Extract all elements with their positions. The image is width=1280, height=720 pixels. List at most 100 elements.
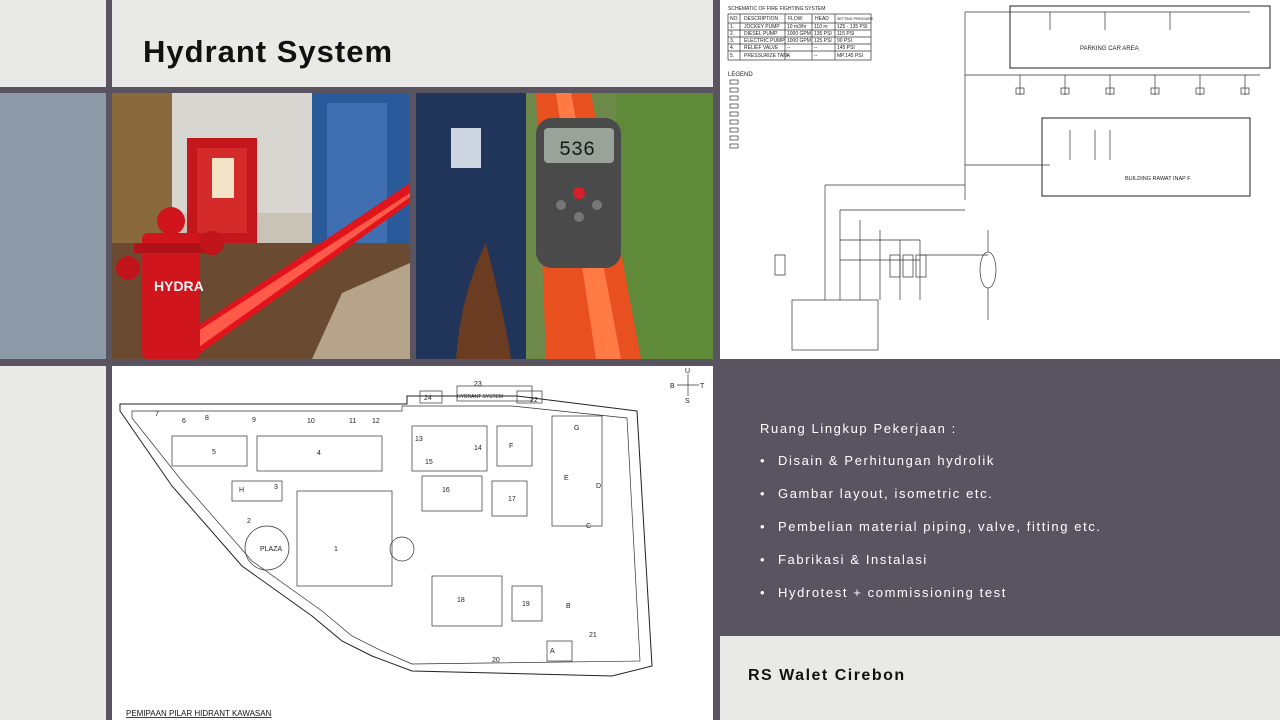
svg-text:A: A	[550, 648, 555, 655]
svg-text:C: C	[586, 523, 591, 530]
svg-text:B: B	[670, 383, 675, 390]
schematic-title: SCHEMATIC OF FIRE FIGHTING SYSTEM	[728, 6, 825, 12]
svg-text:ELECTRIC PUMP: ELECTRIC PUMP	[744, 38, 785, 44]
svg-text:145 PSI: 145 PSI	[837, 45, 855, 51]
svg-text:23: 23	[474, 381, 482, 388]
project-name: RS Walet Cirebon	[748, 667, 906, 684]
scope-item: Fabrikasi & Instalasi	[760, 543, 1102, 576]
scope-item: Gambar layout, isometric etc.	[760, 477, 1102, 510]
svg-text:18: 18	[457, 597, 465, 604]
fire-fighting-schematic: SCHEMATIC OF FIRE FIGHTING SYSTEM NO DES…	[720, 0, 1280, 359]
slide-title: Hydrant System	[143, 34, 394, 69]
svg-text:110 m: 110 m	[814, 24, 828, 30]
svg-text:4: 4	[317, 450, 321, 457]
svg-text:G: G	[574, 425, 579, 432]
pump-room	[774, 210, 927, 351]
scope-heading: Ruang Lingkup Pekerjaan :	[760, 421, 957, 436]
building-label: BUILDING RAWAT INAP F	[1125, 176, 1191, 182]
svg-text:E: E	[564, 475, 569, 482]
th-flow: FLOW	[788, 16, 803, 22]
svg-text:5.: 5.	[730, 53, 734, 59]
svg-text:9: 9	[252, 417, 256, 424]
svg-text:20: 20	[492, 657, 500, 664]
compass-rose: U B T S	[670, 368, 705, 405]
svg-text:125 - 135 PSI: 125 - 135 PSI	[837, 24, 868, 30]
svg-text:24: 24	[424, 395, 432, 402]
legend-symbols	[729, 79, 739, 149]
title-panel: Hydrant System	[112, 0, 713, 87]
th-no: NO	[730, 16, 738, 22]
svg-text:--: --	[787, 53, 791, 59]
hydrant-photo: HYDRA	[112, 93, 410, 359]
svg-text:125 PSI: 125 PSI	[814, 38, 832, 44]
scope-item: Hydrotest + commissioning test	[760, 576, 1102, 609]
svg-text:13: 13	[415, 436, 423, 443]
svg-text:2: 2	[247, 518, 251, 525]
gauge-reading: 536	[559, 139, 595, 162]
hydrant-label: HYDRA	[154, 278, 204, 294]
left-middle-panel	[0, 93, 106, 359]
svg-text:3: 3	[274, 484, 278, 491]
svg-text:135 PSI: 135 PSI	[814, 31, 832, 37]
svg-text:--: --	[814, 45, 818, 51]
svg-text:8: 8	[205, 415, 209, 422]
th-description: DESCRIPTION	[744, 16, 779, 22]
svg-text:22: 22	[530, 397, 538, 404]
svg-text:--: --	[814, 53, 818, 59]
site-plan-caption: PEMIPAAN PILAR HIDRANT KAWASAN	[126, 709, 272, 718]
svg-text:T: T	[700, 383, 705, 390]
svg-text:16: 16	[442, 487, 450, 494]
svg-text:PRESSURIZE TANK: PRESSURIZE TANK	[744, 53, 791, 59]
th-head: HEAD	[815, 16, 829, 22]
scope-item: Pembelian material piping, valve, fittin…	[760, 510, 1102, 543]
svg-text:MP.145 PSI: MP.145 PSI	[837, 53, 863, 59]
hydrant-risers	[1015, 12, 1250, 95]
svg-text:115 PSI: 115 PSI	[837, 31, 854, 37]
svg-text:5: 5	[212, 449, 216, 456]
gauge-photo: 536	[416, 93, 713, 359]
svg-text:14: 14	[474, 445, 482, 452]
legend-title: LEGEND	[728, 72, 753, 78]
svg-text:90 PSI: 90 PSI	[837, 38, 852, 44]
svg-text:1000 GPM: 1000 GPM	[787, 31, 811, 37]
svg-text:B: B	[566, 603, 571, 610]
svg-text:D: D	[596, 483, 601, 490]
svg-text:--: --	[787, 45, 791, 51]
svg-text:DIESEL PUMP: DIESEL PUMP	[744, 31, 778, 37]
scope-list: Disain & Perhitungan hydrolik Gambar lay…	[760, 444, 1102, 609]
svg-text:10 m3/hr: 10 m3/hr	[787, 24, 807, 30]
svg-text:S: S	[685, 398, 690, 405]
svg-text:U: U	[685, 368, 690, 375]
svg-text:7: 7	[155, 411, 159, 418]
svg-text:3.: 3.	[730, 38, 734, 44]
svg-text:1.: 1.	[730, 24, 734, 30]
scope-item: Disain & Perhitungan hydrolik	[760, 444, 1102, 477]
svg-text:11: 11	[349, 418, 356, 425]
left-bottom-panel	[0, 366, 106, 720]
svg-text:15: 15	[425, 459, 433, 466]
svg-text:10: 10	[307, 418, 315, 425]
svg-text:F: F	[509, 443, 513, 450]
svg-text:1000 GPM: 1000 GPM	[787, 38, 811, 44]
svg-text:6: 6	[182, 418, 186, 425]
svg-text:JOCKEY PUMP: JOCKEY PUMP	[744, 24, 780, 30]
svg-text:1: 1	[334, 546, 338, 553]
block-numbers: 1 2 3 4 5 6 7 8 9 10 11 12 13 14 15 16 1…	[155, 381, 601, 664]
parking-label: PARKING CAR AREA	[1080, 46, 1139, 52]
svg-text:RELIEF VALVE: RELIEF VALVE	[744, 45, 779, 51]
footer-panel: RS Walet Cirebon	[720, 636, 1280, 720]
scope-panel: Ruang Lingkup Pekerjaan : Disain & Perhi…	[720, 359, 1280, 636]
svg-text:4.: 4.	[730, 45, 734, 51]
hydrant-system-label: HYDRANT SYSTEM	[457, 394, 503, 400]
svg-text:2.: 2.	[730, 31, 734, 37]
svg-text:19: 19	[522, 601, 530, 608]
left-top-panel	[0, 0, 106, 87]
plaza-label: PLAZA	[260, 546, 283, 553]
svg-text:H: H	[239, 487, 244, 494]
svg-text:12: 12	[372, 418, 380, 425]
site-plan: HYDRANT SYSTEM PLAZA 1 2 3 4 5 6 7 8 9 1…	[112, 366, 713, 720]
svg-text:17: 17	[508, 496, 516, 503]
svg-text:21: 21	[589, 632, 597, 639]
th-pressure: SETTING PRESSURE	[837, 17, 874, 21]
